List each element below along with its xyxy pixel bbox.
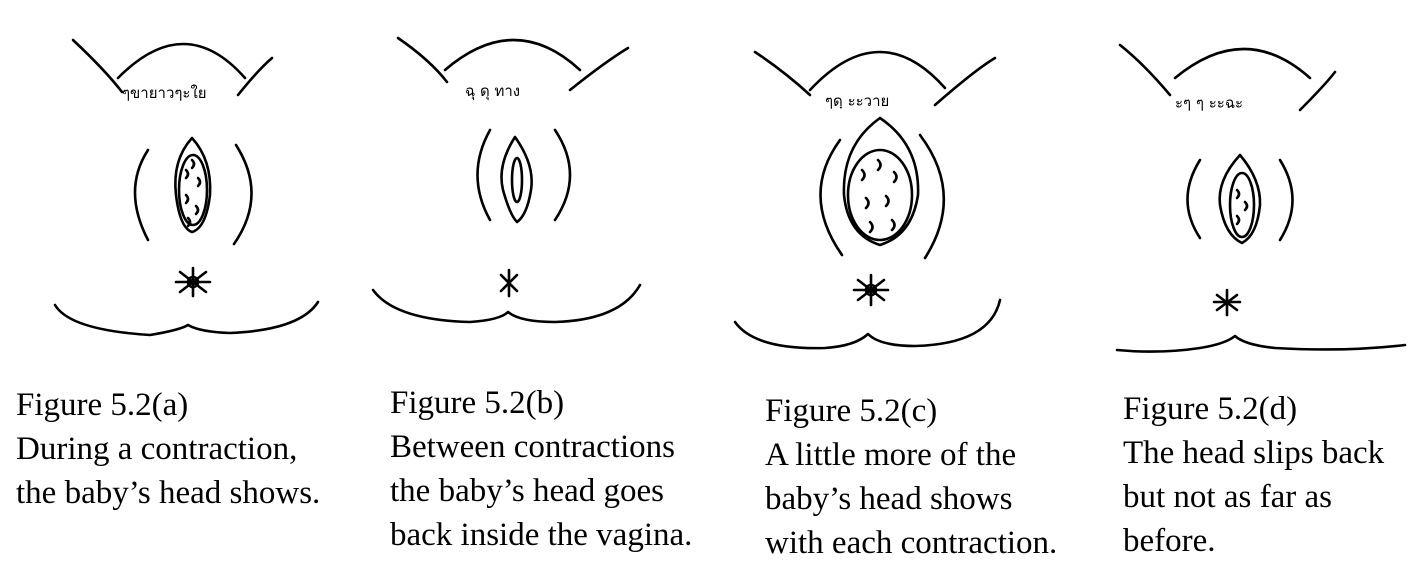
hair-strokes: [184, 158, 202, 228]
hair-strokes: [1235, 188, 1249, 226]
anus-mark: [852, 273, 890, 307]
perineum-drawing-a: ๆขายาวๆะใย: [53, 38, 320, 337]
belly-curve: [568, 46, 630, 92]
caption-line: the baby’s head shows.: [16, 475, 321, 511]
caption-d: Figure 5.2(d) The head slips back but no…: [1123, 387, 1384, 563]
anus-center: [186, 275, 200, 289]
caption-a: Figure 5.2(a) During a contraction, the …: [16, 383, 320, 515]
buttocks-curve: [53, 300, 320, 337]
caption-line: back inside the vagina.: [390, 517, 693, 553]
belly-script-text: ะๆ ๆ ะะฉะ: [1175, 94, 1243, 112]
caption-line: baby’s head shows: [765, 481, 1013, 517]
figure-panel-c: ๆดฺ ะะวาย Figure 5.2(c) A little more of…: [730, 0, 1110, 582]
belly-curve: [1298, 70, 1337, 112]
figure-panel-a: ๆขายาวๆะใย Figure 5.2(a) During a contra…: [0, 0, 370, 582]
thigh-left: [819, 138, 844, 257]
labia-outline: [842, 116, 920, 247]
figure-title: Figure 5.2(b): [390, 385, 565, 421]
thigh-left: [1186, 158, 1202, 240]
caption-line: before.: [1123, 523, 1216, 559]
belly-curve: [1118, 43, 1172, 97]
anus-mark: [499, 268, 519, 298]
baby-head: [846, 148, 914, 242]
caption-line: with each contraction.: [765, 525, 1058, 561]
caption-b: Figure 5.2(b) Between contractions the b…: [390, 381, 692, 557]
caption-line: A little more of the: [765, 437, 1017, 473]
anus-center: [864, 283, 878, 297]
belly-curve: [933, 56, 997, 107]
hair-strokes: [860, 158, 898, 234]
belly-arc: [116, 42, 247, 80]
baby-head: [1228, 171, 1256, 239]
buttocks-curve: [1115, 334, 1407, 353]
perineum-drawing-b: ฉุ ดุ ทาง: [371, 36, 642, 324]
belly-script-text: ๆขายาวๆะใย: [122, 84, 207, 102]
caption-line: but not as far as: [1123, 479, 1332, 515]
figure-panel-b: ฉุ ดุ ทาง Figure 5.2(b) Between contract…: [365, 0, 735, 582]
belly-arc: [1173, 47, 1312, 80]
labia-outline: [500, 135, 533, 224]
labia-outline: [174, 136, 212, 234]
belly-curve: [753, 50, 812, 97]
caption-line: The head slips back: [1123, 435, 1385, 471]
anus-mark: [1212, 288, 1242, 317]
belly-arc: [443, 38, 582, 72]
belly-script-text: ๆดฺ ะะวาย: [825, 92, 889, 110]
thigh-left: [476, 128, 492, 222]
thigh-right: [232, 143, 253, 246]
caption-c: Figure 5.2(c) A little more of the baby’…: [765, 389, 1057, 565]
belly-script-text: ฉุ ดุ ทาง: [465, 82, 520, 101]
belly-curve: [396, 36, 449, 84]
buttocks-curve: [733, 298, 1002, 350]
thigh-right: [553, 128, 572, 222]
labia-outline: [1218, 153, 1262, 245]
figure-title: Figure 5.2(a): [16, 387, 189, 423]
baby-head: [510, 156, 524, 204]
thigh-right: [1278, 158, 1294, 242]
caption-line: During a contraction,: [16, 431, 298, 467]
belly-arc: [808, 50, 947, 92]
anus-mark: [174, 266, 212, 298]
thigh-right: [918, 133, 946, 260]
figure-panel-d: ะๆ ๆ ะะฉะ Figure 5.2(d) The head slips b…: [1105, 0, 1417, 582]
figure-title: Figure 5.2(d): [1123, 391, 1298, 427]
belly-curve: [236, 56, 274, 97]
caption-line: Between contractions: [390, 429, 675, 465]
buttocks-curve: [371, 283, 642, 324]
figure-title: Figure 5.2(c): [765, 393, 938, 429]
perineum-drawing-d: ะๆ ๆ ะะฉะ: [1115, 43, 1407, 353]
caption-line: the baby’s head goes: [390, 473, 665, 509]
baby-head: [177, 153, 209, 227]
perineum-drawing-c: ๆดฺ ะะวาย: [733, 50, 1002, 350]
belly-curve: [71, 38, 124, 94]
thigh-left: [133, 148, 150, 242]
